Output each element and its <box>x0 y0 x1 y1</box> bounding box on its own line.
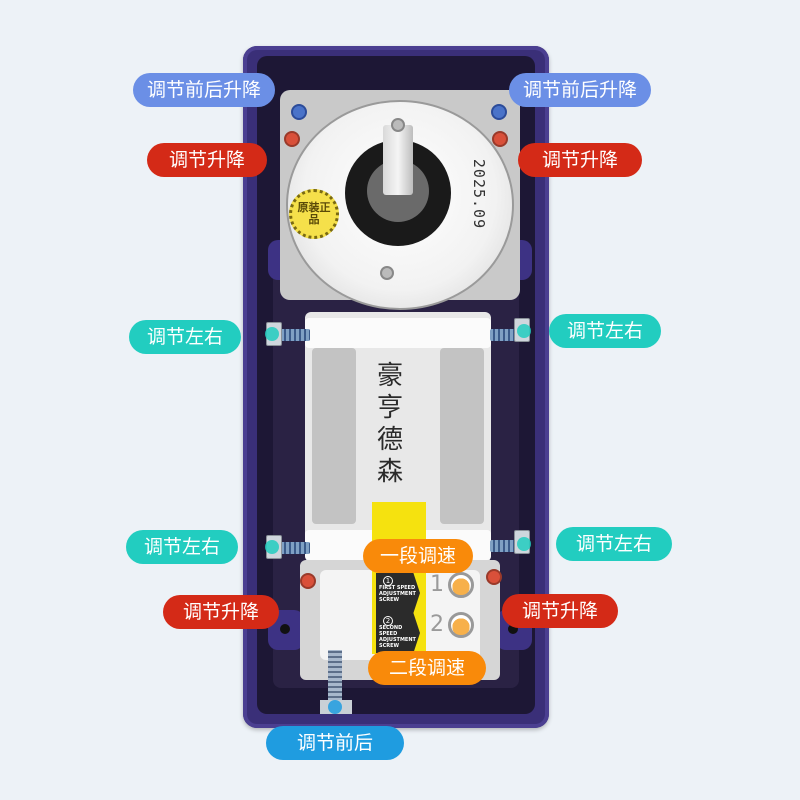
arm-recess-right <box>440 348 484 524</box>
callout-front-back-lift-right: 调节前后升降 <box>509 73 651 107</box>
first-speed-num: 1 <box>383 576 393 586</box>
callout-lift-bottom-right: 调节升降 <box>502 594 618 628</box>
callout-front-back-lift-left: 调节前后升降 <box>133 73 275 107</box>
callout-left-right-lower-left: 调节左右 <box>126 530 238 564</box>
authentic-seal: 原装正品 <box>289 189 339 239</box>
left-right-bolt-upper-left <box>276 329 310 341</box>
arm-crossbar-top <box>305 318 491 348</box>
first-speed-label: FIRST SPEED ADJUSTMENT SCREW <box>376 573 420 613</box>
marker-dot-front-back <box>328 700 342 714</box>
disc-hole-top <box>391 118 405 132</box>
second-speed-screw <box>448 612 474 638</box>
callout-front-back: 调节前后 <box>266 726 404 760</box>
callout-left-right-upper-right: 调节左右 <box>549 314 661 348</box>
left-right-bolt-upper-right <box>490 329 520 341</box>
callout-lift-top-right: 调节升降 <box>518 143 642 177</box>
first-speed-label-text: FIRST SPEED ADJUSTMENT SCREW <box>379 585 416 603</box>
arm-recess-left <box>312 348 356 524</box>
callout-lift-bottom-left: 调节升降 <box>163 595 279 629</box>
first-speed-screw <box>448 572 474 598</box>
callout-left-right-upper-left: 调节左右 <box>129 320 241 354</box>
disc-hole-bottom <box>380 266 394 280</box>
spindle <box>383 125 413 195</box>
marker-dot-upper-left <box>265 327 279 341</box>
lift-screw-top-right <box>492 131 508 147</box>
lift-screw-top-left <box>284 131 300 147</box>
front-back-bolt <box>328 650 342 706</box>
date-stamp: 2025.09 <box>470 158 489 230</box>
front-back-lift-screw-right <box>491 104 507 120</box>
callout-first-speed: 一段调速 <box>363 539 473 573</box>
speed-number-2: 2 <box>430 612 444 637</box>
second-speed-num: 2 <box>383 616 393 626</box>
callout-lift-top-left: 调节升降 <box>147 143 267 177</box>
front-back-lift-screw-left <box>291 104 307 120</box>
lift-screw-bottom-left <box>300 573 316 589</box>
second-speed-label-text: SECOND SPEED ADJUSTMENT SCREW <box>379 625 416 649</box>
speed-number-1: 1 <box>430 572 444 597</box>
lift-screw-bottom-right <box>486 569 502 585</box>
callout-left-right-lower-right: 调节左右 <box>556 527 672 561</box>
second-speed-label: SECOND SPEED ADJUSTMENT SCREW <box>376 613 420 653</box>
callout-second-speed: 二段调速 <box>368 651 486 685</box>
left-right-bolt-lower-left <box>276 542 310 554</box>
marker-dot-upper-right <box>517 324 531 338</box>
brand-text: 豪亨德森 <box>376 361 403 487</box>
marker-dot-lower-right <box>517 537 531 551</box>
left-right-bolt-lower-right <box>490 540 520 552</box>
marker-dot-lower-left <box>265 540 279 554</box>
